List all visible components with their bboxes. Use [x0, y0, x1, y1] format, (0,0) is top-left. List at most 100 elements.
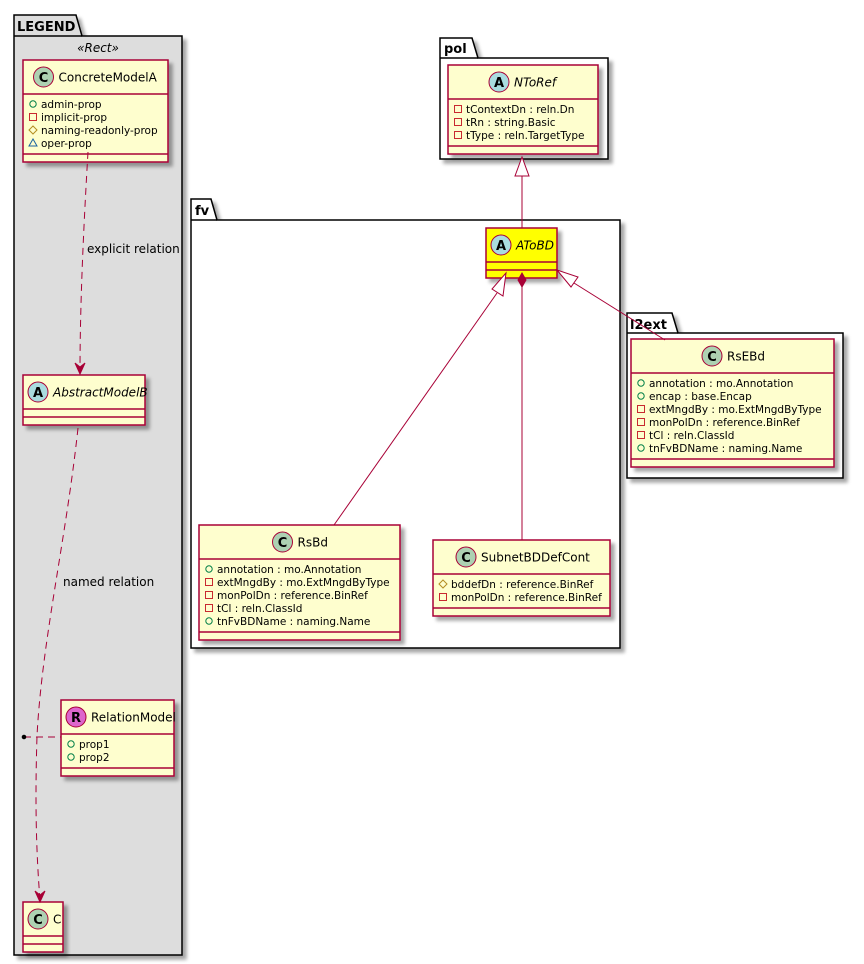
class-attribute: tCl : reln.ClassId — [217, 603, 302, 615]
package-legend-name: LEGEND — [17, 20, 76, 35]
visibility-public-icon — [29, 100, 37, 108]
visibility-private-icon — [205, 591, 213, 599]
class-attribute: monPolDn : reference.BinRef — [217, 590, 368, 602]
class-kind-a-icon: A — [490, 234, 512, 256]
svg-text:A: A — [494, 76, 504, 91]
class-attribute: tCl : reln.ClassId — [649, 430, 734, 442]
package-fv-name: fv — [195, 204, 210, 219]
visibility-private-icon — [454, 131, 462, 139]
class-attribute: admin-prop — [41, 99, 102, 111]
class-abstract-model-b[interactable]: A AbstractModelB — [22, 374, 148, 426]
edge-named-relation — [35, 427, 79, 901]
svg-text:A: A — [496, 239, 506, 254]
class-a-to-bd[interactable]: A AToBD — [485, 227, 558, 279]
svg-text:R: R — [71, 711, 81, 726]
class-attribute: annotation : mo.Annotation — [649, 378, 793, 390]
class-attribute: tType : reln.TargetType — [466, 130, 585, 142]
visibility-private-icon — [637, 405, 645, 413]
class-concrete-model-a[interactable]: C ConcreteModelA admin-propimplicit-propna… — [22, 59, 169, 163]
arrowhead-explicit-relation — [74, 362, 86, 376]
class-attribute: monPolDn : reference.BinRef — [451, 592, 602, 604]
edge-rsebd-atobd — [573, 282, 666, 341]
visibility-private-icon — [637, 431, 645, 439]
visibility-public-icon — [67, 740, 75, 748]
visibility-private-icon — [205, 604, 213, 612]
class-kind-r-icon: R — [65, 706, 87, 728]
visibility-public-icon — [205, 617, 213, 625]
class-subnet-bd-def-cont[interactable]: C SubnetBDDefCont bddefDn : reference.BinR… — [432, 539, 611, 617]
class-kind-c-icon: C — [701, 345, 723, 367]
class-name: NToRef — [514, 76, 558, 90]
class-kind-a-icon: A — [488, 71, 510, 93]
visibility-protected-icon — [28, 125, 38, 135]
visibility-public-icon — [637, 379, 645, 387]
svg-text:C: C — [461, 551, 471, 566]
class-attribute: implicit-prop — [41, 112, 107, 124]
svg-text:A: A — [33, 386, 43, 401]
visibility-protected-icon — [438, 579, 448, 589]
class-attribute: tContextDn : reln.Dn — [466, 104, 574, 116]
visibility-private-icon — [454, 118, 462, 126]
visibility-private-icon — [205, 578, 213, 586]
svg-text:C: C — [39, 71, 49, 86]
visibility-private-icon — [454, 105, 462, 113]
svg-text:C: C — [278, 536, 288, 551]
visibility-private-icon — [637, 418, 645, 426]
class-kind-c-icon: C — [455, 546, 477, 568]
class-attribute: naming-readonly-prop — [41, 125, 158, 137]
class-name: ConcreteModelA — [59, 71, 158, 85]
class-name: RsBd — [298, 536, 328, 550]
arrowhead-generalization-rsbd — [491, 271, 507, 297]
class-attribute: annotation : mo.Annotation — [217, 564, 361, 576]
class-name: RelationModel — [91, 711, 176, 725]
visibility-public-icon — [637, 444, 645, 452]
class-attribute: prop2 — [79, 752, 110, 764]
class-attribute: extMngdBy : mo.ExtMngdByType — [217, 577, 390, 589]
class-name: AbstractModelB — [52, 386, 148, 400]
visibility-private-icon — [29, 113, 37, 121]
edges — [21, 151, 666, 904]
association-point — [21, 734, 27, 740]
arrowhead-generalization-rsebd — [555, 268, 579, 288]
class-kind-c-icon: C — [33, 66, 54, 88]
label-named-relation: named relation — [63, 575, 154, 589]
class-attribute: extMngdBy : mo.ExtMngdByType — [649, 404, 822, 416]
class-attribute: monPolDn : reference.BinRef — [649, 417, 800, 429]
class-name: SubnetBDDefCont — [481, 551, 590, 565]
class-kind-c-icon: C — [27, 908, 49, 930]
class-attribute: tnFvBDName : naming.Name — [649, 443, 802, 455]
class-kind-a-icon: A — [27, 381, 49, 403]
svg-text:C: C — [33, 913, 43, 928]
visibility-public-icon — [205, 565, 213, 573]
svg-text:C: C — [707, 350, 717, 365]
visibility-public-icon — [637, 392, 645, 400]
edge-explicit-relation — [79, 151, 89, 373]
class-attribute: bddefDn : reference.BinRef — [451, 579, 594, 591]
diamond-composition — [517, 271, 527, 289]
arrowhead-named-relation — [34, 890, 46, 904]
class-name: AToBD — [515, 239, 554, 253]
class-attribute: encap : base.Encap — [649, 391, 752, 403]
class-rs-bd[interactable]: C RsBd annotation : mo.AnnotationextMngdBy… — [198, 524, 401, 641]
class-name: RsEBd — [727, 350, 765, 364]
class-attribute: oper-prop — [41, 138, 92, 150]
arrowhead-generalization-ntoref — [514, 155, 530, 177]
class-attribute: prop1 — [79, 739, 110, 751]
edge-rsbd-atobd — [333, 292, 498, 526]
visibility-private-icon — [439, 593, 447, 601]
class-attribute: tRn : string.Basic — [466, 117, 556, 129]
label-explicit-relation: explicit relation — [87, 242, 180, 256]
visibility-package-icon — [28, 137, 38, 147]
legend-stereotype: «Rect» — [77, 41, 119, 55]
visibility-public-icon — [67, 753, 75, 761]
package-pol-name: pol — [444, 42, 467, 57]
class-kind-c-icon: C — [272, 531, 293, 553]
package-l2ext-name: l2ext — [630, 318, 667, 333]
class-name: C — [53, 913, 61, 927]
class-attribute: tnFvBDName : naming.Name — [217, 616, 370, 628]
